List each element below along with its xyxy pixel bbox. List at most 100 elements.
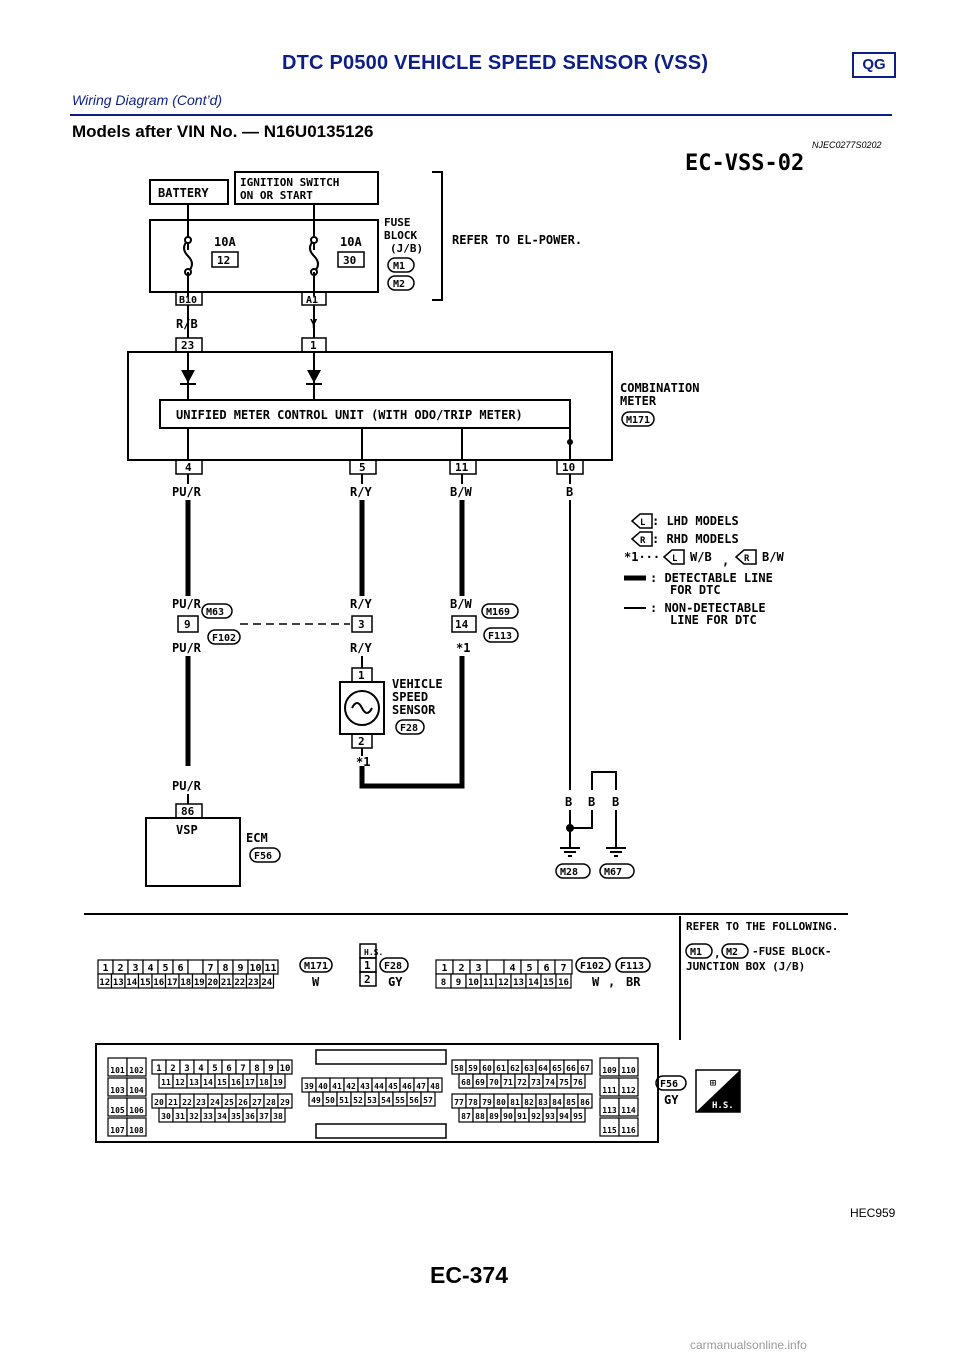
f56-r1-pin: 2 [170, 1064, 175, 1074]
f56-m2-pin: 57 [423, 1096, 433, 1105]
ground-wire-1: B [565, 795, 572, 809]
f56-r4-pin: 36 [245, 1112, 255, 1121]
f56-r1-pin: 8 [254, 1064, 259, 1074]
f56-left-pin: 104 [129, 1086, 144, 1095]
f56-m2-pin: 56 [409, 1096, 419, 1105]
svg-text:,: , [714, 947, 721, 960]
f56-q4-cell [570, 1107, 586, 1123]
f102-row2-pin: 14 [528, 978, 539, 988]
m171-row2-pin: 23 [248, 978, 259, 988]
f56-q2-pin: 76 [573, 1078, 583, 1087]
f56-m1-pin: 43 [360, 1082, 370, 1091]
m171-row1-pin: 8 [222, 963, 228, 974]
m171-row2-pin: 21 [221, 978, 232, 988]
f56-r4-pin: 33 [203, 1112, 213, 1121]
conn-f56-name: F56 [660, 1079, 678, 1090]
j1-conn-f102: F102 [212, 633, 236, 644]
f56-r1-pin: 5 [212, 1064, 217, 1074]
legend-detectable-1: : DETECTABLE LINE [650, 571, 773, 585]
section-badge: QG [852, 52, 896, 78]
f56-right-cell [618, 1097, 639, 1117]
f56-q4-pin: 89 [489, 1112, 499, 1121]
f56-m2-pin: 53 [367, 1096, 377, 1105]
vss-pin-1: 1 [358, 669, 365, 682]
pin-1: 1 [310, 339, 317, 352]
f56-m2-pin: 49 [311, 1096, 321, 1105]
meter-pin-4: 4 [185, 461, 192, 474]
f56-q3-pin: 84 [552, 1098, 562, 1107]
f56-r1-pin: 10 [280, 1064, 291, 1074]
f56-q3-pin: 85 [566, 1098, 576, 1107]
f56-q1-pin: 65 [552, 1064, 562, 1073]
f56-q3-pin: 80 [496, 1098, 506, 1107]
f56-q4-pin: 90 [503, 1112, 513, 1121]
f56-r3-pin: 22 [182, 1098, 192, 1107]
f56-q3-pin: 82 [524, 1098, 534, 1107]
wire-ry-1: R/Y [350, 485, 372, 499]
f56-right-cell [618, 1057, 639, 1077]
f56-q2-pin: 71 [503, 1078, 513, 1087]
ecm-pin-86: 86 [181, 805, 195, 818]
terminal-a1: A1 [306, 295, 318, 306]
conn-f56-color: GY [664, 1093, 679, 1107]
f56-m1-pin: 42 [346, 1082, 356, 1091]
legend-star1-lw: W/B [690, 550, 712, 564]
star1-l-glyph: L [672, 554, 678, 564]
page-number: EC-374 [430, 1262, 508, 1288]
fuse-block-label-1: FUSE [384, 216, 411, 229]
f56-q2-pin: 68 [461, 1078, 471, 1087]
f56-left-cell [126, 1077, 147, 1097]
meter-pin-10: 10 [562, 461, 575, 474]
section-ref: NJEC0277S0202 [812, 140, 882, 150]
f56-q4-pin: 94 [559, 1112, 569, 1121]
m171-row2-pin: 14 [126, 978, 137, 988]
legend-star1: *1··· [624, 550, 660, 564]
f56-m2-pin: 55 [395, 1096, 405, 1105]
f56-q1-pin: 61 [496, 1064, 506, 1073]
combination-meter-label-1: COMBINATION [620, 381, 699, 395]
f56-right-pin: 115 [602, 1126, 617, 1135]
f56-r4-pin: 30 [161, 1112, 171, 1121]
f56-m1-pin: 47 [416, 1082, 426, 1091]
fuse-conn-m2: M2 [393, 279, 405, 290]
f56-r2-pin: 11 [161, 1078, 171, 1087]
f56-m1-pin: 45 [388, 1082, 398, 1091]
f102-row1-pin: 4 [509, 963, 515, 974]
legend-nondetectable-2: LINE FOR DTC [670, 613, 757, 627]
f102-row2-pin: 16 [558, 978, 569, 988]
conn-m171-color: W [312, 975, 320, 989]
m171-row2-pin: 19 [194, 978, 205, 988]
f56-q1-pin: 58 [454, 1064, 464, 1073]
f56-m2-pin: 54 [381, 1096, 391, 1105]
svg-text:,: , [722, 554, 729, 568]
conn-f28-pin-1: 1 [364, 959, 371, 972]
m171-row1-pin: 9 [237, 963, 243, 974]
f56-r2-pin: 12 [175, 1078, 185, 1087]
terminal-b10: B10 [179, 295, 197, 306]
f102-row2-pin: 9 [456, 978, 461, 988]
vss-label-3: SENSOR [392, 703, 436, 717]
f56-m1-pin: 41 [332, 1082, 342, 1091]
fuse-1-icon [183, 239, 193, 273]
f56-r2-pin: 18 [259, 1078, 269, 1087]
f56-left-cell [126, 1097, 147, 1117]
f56-q3-pin: 79 [482, 1098, 492, 1107]
f56-m1-pin: 48 [430, 1082, 440, 1091]
fuse-block-label-3: (J/B) [390, 242, 423, 255]
f56-q2-pin: 75 [559, 1078, 569, 1087]
f56-right-cell [618, 1117, 639, 1137]
f56-left-pin: 101 [110, 1066, 125, 1075]
f56-q1-pin: 63 [524, 1064, 534, 1073]
f56-left-pin: 106 [129, 1106, 144, 1115]
svg-text:⊞: ⊞ [710, 1078, 716, 1089]
f56-left-pin: 103 [110, 1086, 125, 1095]
f56-r4-pin: 34 [217, 1112, 227, 1121]
m171-row1-pin: 7 [207, 963, 213, 974]
j3-wire-top: B/W [450, 597, 472, 611]
f56-m1-pin: 46 [402, 1082, 412, 1091]
f56-r4-pin: 38 [273, 1112, 283, 1121]
refer-junction-box: JUNCTION BOX (J/B) [686, 960, 805, 973]
